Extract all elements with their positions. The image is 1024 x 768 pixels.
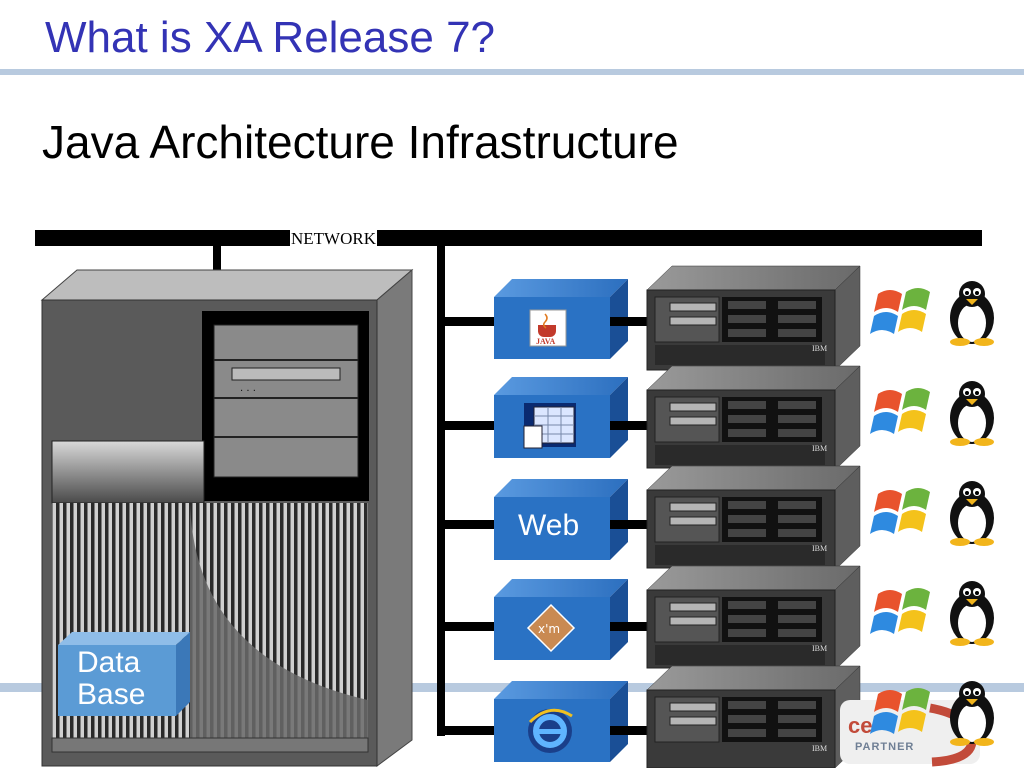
ibm-brand-label: IBM <box>812 544 828 553</box>
title-divider <box>0 69 1024 75</box>
windows-flag-icon <box>870 288 930 334</box>
ibm-brand-label: IBM <box>812 644 828 653</box>
spreadsheet-icon <box>523 403 576 449</box>
web-box-label: Web <box>518 509 580 542</box>
ibm-brand-label: IBM <box>812 444 828 453</box>
svg-text:· · ·: · · · <box>240 386 256 397</box>
windows-flag-icon <box>870 388 930 434</box>
linux-tux-icon <box>950 681 994 746</box>
database-label: Data Base <box>77 646 146 711</box>
network-label: NETWORK <box>290 229 377 249</box>
rack-server-3 <box>646 465 861 571</box>
xml-diamond-icon: x'm <box>526 603 576 653</box>
linux-tux-icon <box>950 481 994 546</box>
database-server: · · · <box>40 268 414 767</box>
windows-flag-icon <box>870 588 930 634</box>
rack-server-4 <box>646 565 861 671</box>
windows-flag-icon <box>870 488 930 534</box>
windows-flag-icon <box>870 688 930 734</box>
service-box-xml <box>445 579 647 660</box>
rack-server-2 <box>646 365 861 471</box>
internet-explorer-icon <box>528 708 573 753</box>
linux-tux-icon <box>950 581 994 646</box>
rack-servers <box>646 265 861 768</box>
svg-text:ce: ce <box>848 713 872 738</box>
linux-tux-icon <box>950 381 994 446</box>
java-cup-icon: JAVA <box>529 309 567 347</box>
ibm-brand-label: IBM <box>812 344 828 353</box>
service-box-web <box>445 479 647 560</box>
page-subtitle: Java Architecture Infrastructure <box>42 116 679 168</box>
linux-tux-icon <box>950 281 994 346</box>
rack-server-5 <box>646 665 861 768</box>
rack-server-1 <box>646 265 861 371</box>
os-icons <box>870 281 994 746</box>
network-bus <box>35 230 982 736</box>
svg-text:JAVA: JAVA <box>536 337 555 346</box>
database-box <box>58 632 190 716</box>
svg-text:x'm: x'm <box>538 622 560 636</box>
ibm-brand-label: IBM <box>812 744 828 753</box>
page-title: What is XA Release 7? <box>45 13 496 62</box>
partner-logo-text: PARTNER <box>855 741 915 753</box>
